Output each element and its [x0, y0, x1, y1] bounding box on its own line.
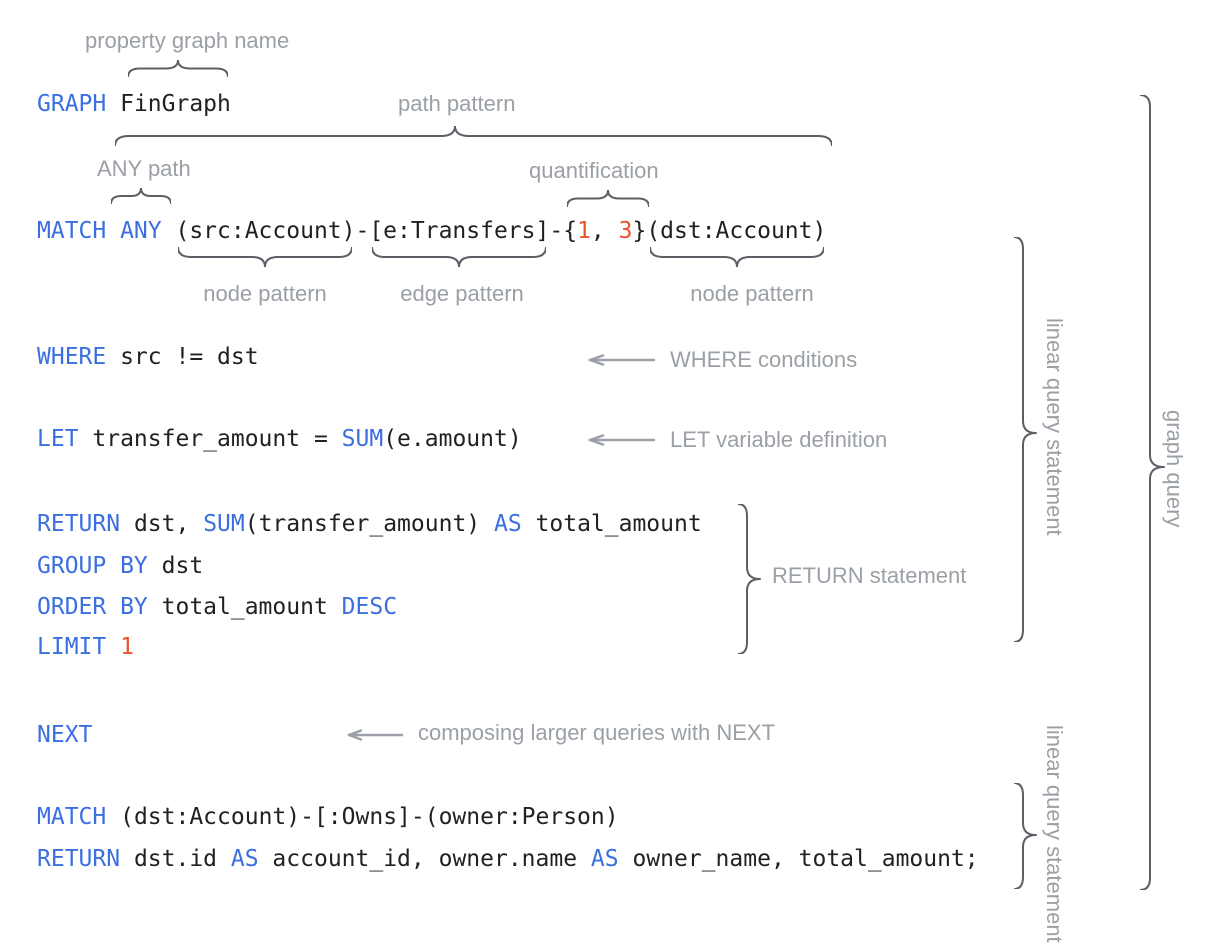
code-line-return-2: RETURN dst.id AS account_id, owner.name … [37, 846, 979, 872]
linear-query-statement-1-label: linear query statement [1042, 318, 1067, 536]
node-pattern-left-brace [177, 246, 353, 272]
code-line-group-by: GROUP BY dst [37, 553, 204, 579]
let-variable-definition-label: LET variable definition [670, 427, 888, 452]
return-statement-brace [737, 503, 762, 659]
code-line-graph: GRAPH FinGraph [37, 91, 231, 117]
linear-query-statement-1-brace [1013, 236, 1038, 647]
linear-query-statement-2-label: linear query statement [1042, 725, 1067, 943]
code-line-let: LET transfer_amount = SUM(e.amount) [37, 426, 522, 452]
property-graph-name-label: property graph name [85, 28, 290, 53]
edge-pattern-brace [371, 246, 547, 272]
code-line-return: RETURN dst, SUM(transfer_amount) AS tota… [37, 511, 702, 537]
graph-query-label: graph query [1162, 410, 1187, 528]
property-graph-name-brace [127, 59, 229, 82]
path-pattern-brace [114, 125, 833, 151]
linear-query-statement-2-brace [1013, 782, 1038, 894]
code-line-match-any: MATCH ANY (src:Account)-[e:Transfers]-{1… [37, 218, 827, 244]
let-variable-definition-arrow-icon [586, 432, 656, 453]
path-pattern-label: path pattern [398, 91, 516, 116]
code-line-where: WHERE src != dst [37, 344, 259, 370]
composing-next-label: composing larger queries with NEXT [418, 720, 776, 745]
return-statement-label: RETURN statement [772, 563, 967, 588]
composing-next-arrow-icon [346, 727, 404, 748]
code-line-match-2: MATCH (dst:Account)-[:Owns]-(owner:Perso… [37, 804, 619, 830]
quantification-brace [566, 189, 650, 212]
graph-query-brace [1139, 94, 1166, 895]
edge-pattern-label: edge pattern [400, 281, 524, 306]
any-path-brace [110, 187, 172, 209]
node-pattern-right-brace [649, 246, 825, 272]
code-line-order-by: ORDER BY total_amount DESC [37, 594, 398, 620]
node-pattern-left-label: node pattern [203, 281, 327, 306]
code-line-next: NEXT [37, 722, 93, 748]
any-path-label: ANY path [97, 156, 191, 181]
where-conditions-arrow-icon [586, 352, 656, 373]
code-line-limit: LIMIT 1 [37, 634, 134, 660]
quantification-label: quantification [529, 158, 659, 183]
node-pattern-right-label: node pattern [690, 281, 814, 306]
where-conditions-label: WHERE conditions [670, 347, 858, 372]
